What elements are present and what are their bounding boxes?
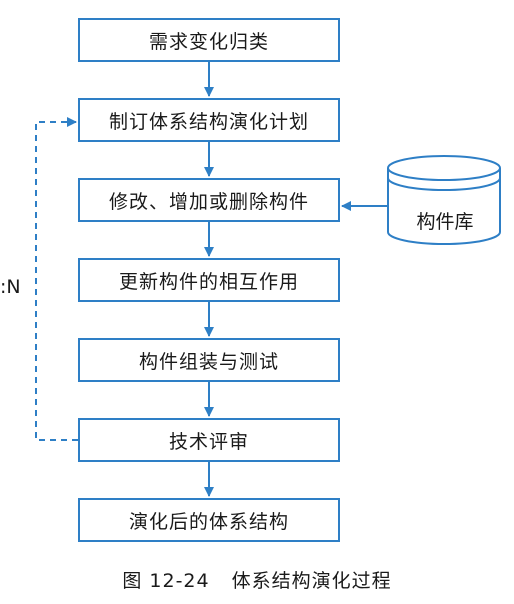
step-classify-requirements: 需求变化归类	[78, 18, 340, 62]
database-cylinder	[387, 155, 501, 245]
step-assembly-testing: 构件组装与测试	[78, 338, 340, 382]
step-evolved-architecture: 演化后的体系结构	[78, 498, 340, 542]
figure-title: 体系结构演化过程	[231, 570, 392, 592]
figure-number: 图 12-24	[122, 570, 210, 592]
step-evolution-plan: 制订体系结构演化计划	[78, 98, 340, 142]
step-technical-review: 技术评审	[78, 418, 340, 462]
figure-caption: 图 12-24 体系结构演化过程	[0, 566, 514, 593]
step-update-interactions: 更新构件的相互作用	[78, 258, 340, 302]
step-modify-components: 修改、增加或删除构件	[78, 178, 340, 222]
feedback-loop	[35, 117, 78, 441]
repository-label: 构件库	[416, 210, 474, 233]
loop-label: :N	[0, 276, 21, 298]
